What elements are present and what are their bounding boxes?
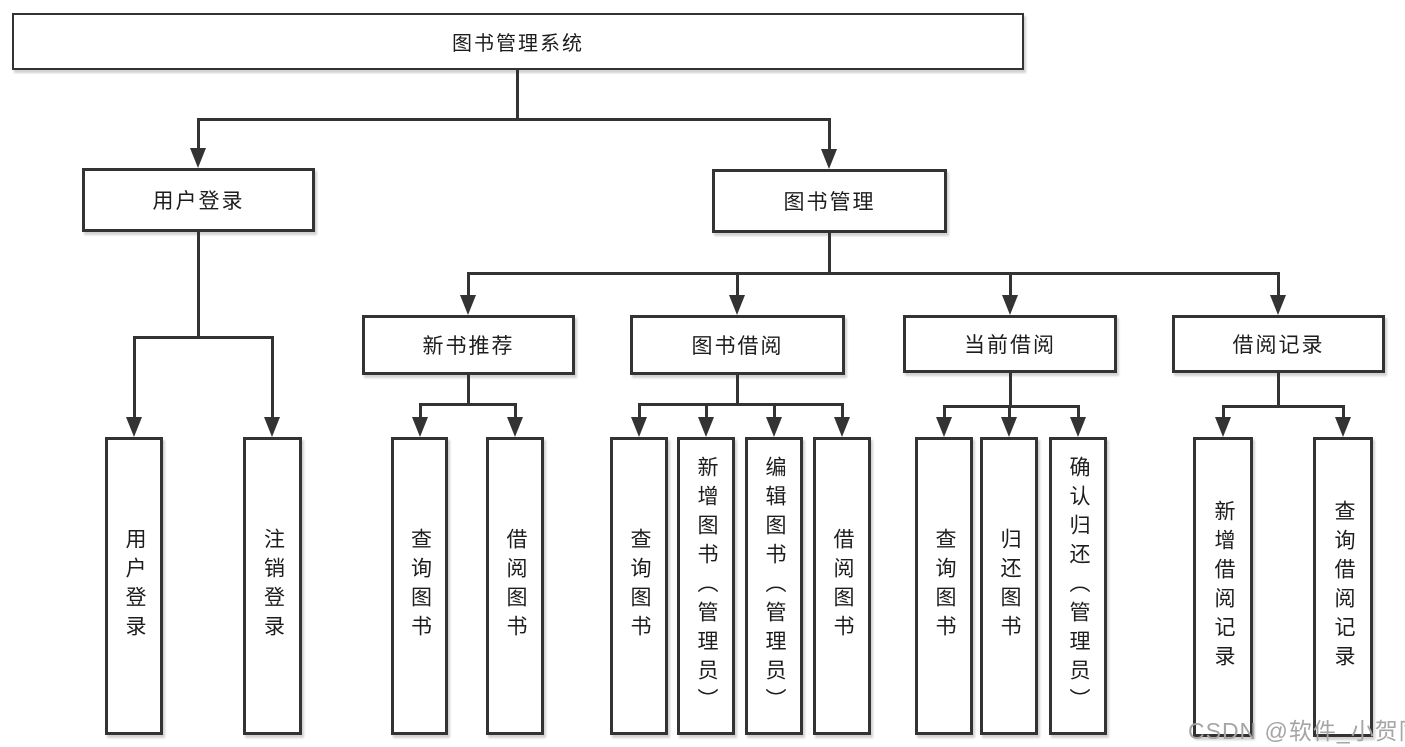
arrow-down-icon	[1070, 417, 1086, 437]
leaf-bb-query-books: 查询图书	[610, 437, 668, 735]
connector-vline	[736, 272, 739, 298]
arrow-down-icon	[264, 417, 280, 437]
leaf-bb-borrow-books: 借阅图书	[813, 437, 871, 735]
leaf-nbr-query-books: 查询图书	[391, 437, 448, 735]
connector-vline	[828, 118, 831, 150]
connector-vline	[516, 70, 519, 118]
leaf-nbr-borrow-books: 借阅图书	[486, 437, 544, 735]
connector-vline	[1277, 272, 1280, 298]
arrow-down-icon	[1270, 295, 1286, 315]
connector-vline	[736, 375, 739, 403]
arrow-down-icon	[412, 417, 428, 437]
connector-vline	[1009, 373, 1012, 405]
leaf-user-login: 用户登录	[105, 437, 163, 735]
connector-vline	[197, 232, 200, 339]
connector-vline	[419, 403, 422, 419]
leaf-bb-edit-books-admin: 编辑图书（管理员）	[745, 437, 803, 735]
connector-hline	[638, 403, 844, 406]
connector-hline	[197, 118, 831, 121]
arrow-down-icon	[126, 417, 142, 437]
connector-vline	[773, 403, 776, 419]
arrow-down-icon	[1001, 417, 1017, 437]
leaf-br-add-record: 新增借阅记录	[1193, 437, 1253, 737]
connector-vline	[828, 233, 831, 275]
connector-vline	[514, 403, 517, 419]
node-new-book-recommend: 新书推荐	[362, 315, 575, 375]
leaf-br-query-record: 查询借阅记录	[1313, 437, 1373, 737]
node-root-system: 图书管理系统	[12, 13, 1024, 70]
node-book-borrowing: 图书借阅	[630, 315, 845, 375]
connector-vline	[271, 336, 274, 419]
csdn-watermark: CSDN @软件_小贺同学	[1188, 718, 1405, 744]
connector-vline	[1008, 405, 1011, 419]
connector-vline	[1277, 373, 1280, 405]
connector-hline	[1222, 405, 1345, 408]
connector-vline	[1342, 405, 1345, 419]
connector-hline	[133, 336, 274, 339]
arrow-down-icon	[190, 148, 206, 168]
connector-hline	[419, 403, 517, 406]
node-borrow-records: 借阅记录	[1172, 315, 1385, 373]
leaf-cb-return-books: 归还图书	[980, 437, 1038, 735]
leaf-cb-confirm-return-admin: 确认归还（管理员）	[1049, 437, 1107, 735]
arrow-down-icon	[1002, 295, 1018, 315]
arrow-down-icon	[821, 149, 837, 169]
connector-vline	[467, 375, 470, 403]
connector-vline	[1222, 405, 1225, 419]
arrow-down-icon	[460, 295, 476, 315]
connector-vline	[197, 118, 200, 150]
arrow-down-icon	[1215, 417, 1231, 437]
leaf-cb-query-books: 查询图书	[915, 437, 973, 735]
arrow-down-icon	[507, 417, 523, 437]
connector-vline	[133, 336, 136, 419]
leaf-logout: 注销登录	[243, 437, 302, 735]
arrow-down-icon	[698, 417, 714, 437]
arrow-down-icon	[766, 417, 782, 437]
leaf-bb-add-books-admin: 新增图书（管理员）	[677, 437, 735, 735]
connector-hline	[943, 405, 1080, 408]
connector-vline	[467, 272, 470, 298]
connector-vline	[638, 403, 641, 419]
connector-vline	[1009, 272, 1012, 298]
connector-vline	[841, 403, 844, 419]
arrow-down-icon	[834, 417, 850, 437]
arrow-down-icon	[936, 417, 952, 437]
arrow-down-icon	[631, 417, 647, 437]
arrow-down-icon	[1335, 417, 1351, 437]
arrow-down-icon	[729, 295, 745, 315]
connector-vline	[705, 403, 708, 419]
node-book-management: 图书管理	[712, 169, 947, 233]
node-current-borrowing: 当前借阅	[903, 315, 1117, 373]
connector-vline	[943, 405, 946, 419]
node-user-login: 用户登录	[82, 168, 315, 232]
connector-hline	[467, 272, 1280, 275]
connector-vline	[1077, 405, 1080, 419]
